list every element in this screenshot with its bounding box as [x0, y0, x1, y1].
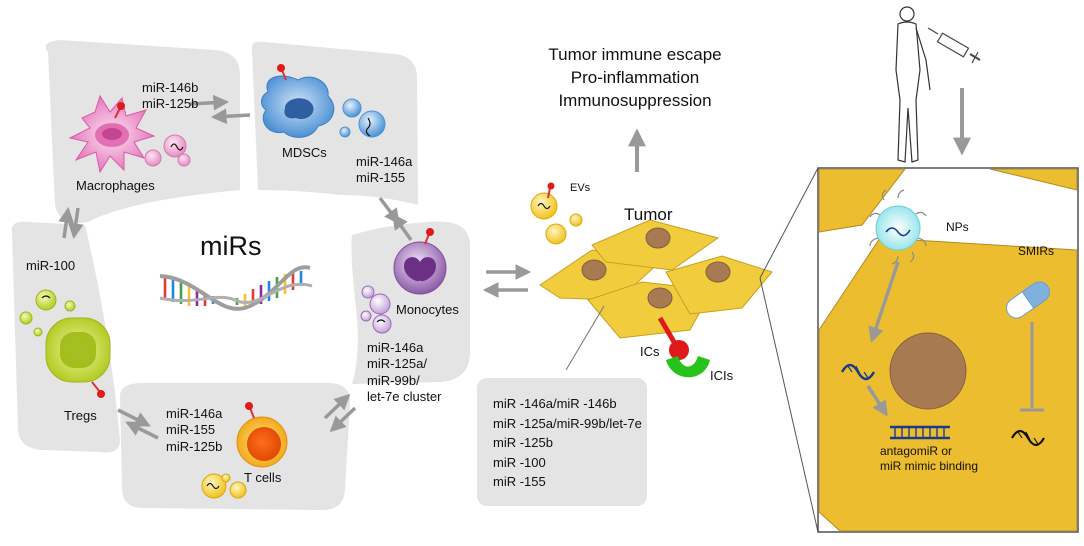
mir-item: miR-146a [166, 406, 223, 421]
treg-cell-icon [45, 317, 111, 398]
outcome-item: Tumor immune escape [548, 45, 722, 64]
monocytes-label: Monocytes [396, 302, 459, 317]
macrophages-label: Macrophages [76, 178, 155, 193]
center-mirs-label: miRs [200, 231, 262, 261]
human-figure-icon [895, 6, 931, 163]
t-cells-label: T cells [244, 470, 282, 485]
mir-list-item: miR -100 [493, 454, 546, 470]
mir-item: miR-155 [166, 422, 216, 438]
ring-arrows [58, 94, 413, 440]
smirs-label: SMIRs [1018, 244, 1054, 258]
mir-mdsc-mono: miR-146a miR-155 [356, 154, 412, 187]
mir-item: miR-99b/ [367, 372, 420, 388]
mir-item: miR-125a/ [367, 356, 427, 372]
mir-list-item: miR -125a/miR-99b/let-7e [493, 415, 642, 431]
mir-item: miR-146a [367, 340, 424, 355]
antagomir-binding-icon [890, 425, 950, 440]
tumor-outcomes: Tumor immune escape Pro-inflammation Imm… [540, 44, 730, 113]
mir-tcell-treg: miR-146a miR-155 miR-125b [166, 406, 222, 455]
nanoparticle-icon [869, 189, 927, 265]
evs-label: EVs [570, 182, 591, 194]
mir-macro-mdsc: miR-146b miR-125b [142, 80, 198, 113]
mir-item: miR-146a [356, 154, 413, 169]
mirna-strand-icon [840, 363, 876, 381]
mir-list-item: miR -146a/miR -146b [493, 396, 617, 411]
tumor-mir-list: miR -146a/miR -146b miR -125a/miR-99b/le… [493, 394, 642, 492]
t-cell-icon [236, 402, 288, 468]
nps-label: NPs [946, 220, 969, 234]
monocyte-cell-icon [393, 228, 447, 295]
ici-inhibitor-icon [666, 356, 710, 378]
immune-checkpoint-icon [657, 316, 689, 360]
tumor-label: Tumor [624, 205, 673, 224]
outcome-item: Pro-inflammation [570, 67, 700, 87]
binding-line: antagomiR or [880, 444, 953, 458]
mir-list-item: miR -155 [493, 474, 546, 489]
dna-helix-icon [159, 265, 313, 311]
mir-item: miR-146b [142, 80, 199, 95]
mir-list-box [477, 378, 647, 506]
mir-mono-tcell: miR-146a miR-125a/ miR-99b/ let-7e clust… [367, 340, 441, 405]
mdscs-label: MDSCs [282, 145, 327, 160]
smir-capsule-icon [1006, 281, 1050, 319]
mir-item: miR-155 [356, 170, 406, 186]
mdsc-cell-icon [261, 64, 335, 138]
tregs-label: Tregs [64, 408, 97, 423]
ev-vesicles-icon [530, 182, 583, 245]
icis-label: ICIs [710, 368, 734, 383]
mir-item: let-7e cluster [367, 388, 442, 404]
mir-treg-macro: miR-100 [26, 258, 76, 273]
outcome-item: Immunosuppression [558, 90, 712, 110]
ics-label: ICs [640, 344, 660, 359]
mir-item: miR-125b [166, 438, 223, 454]
mir-item: miR-125b [142, 96, 199, 112]
ring-tumor-arrows [482, 264, 532, 298]
macrophage-cell-icon [68, 94, 156, 174]
binding-label: antagomiR or miR mimic binding [880, 444, 978, 474]
binding-line: miR mimic binding [880, 459, 979, 473]
segment-tcells [120, 383, 351, 510]
tumor-cells-icon [539, 219, 773, 339]
mir-list-item: miR -125b [493, 435, 553, 450]
syringe-icon [927, 27, 981, 64]
target-mirna-icon [1011, 429, 1045, 447]
